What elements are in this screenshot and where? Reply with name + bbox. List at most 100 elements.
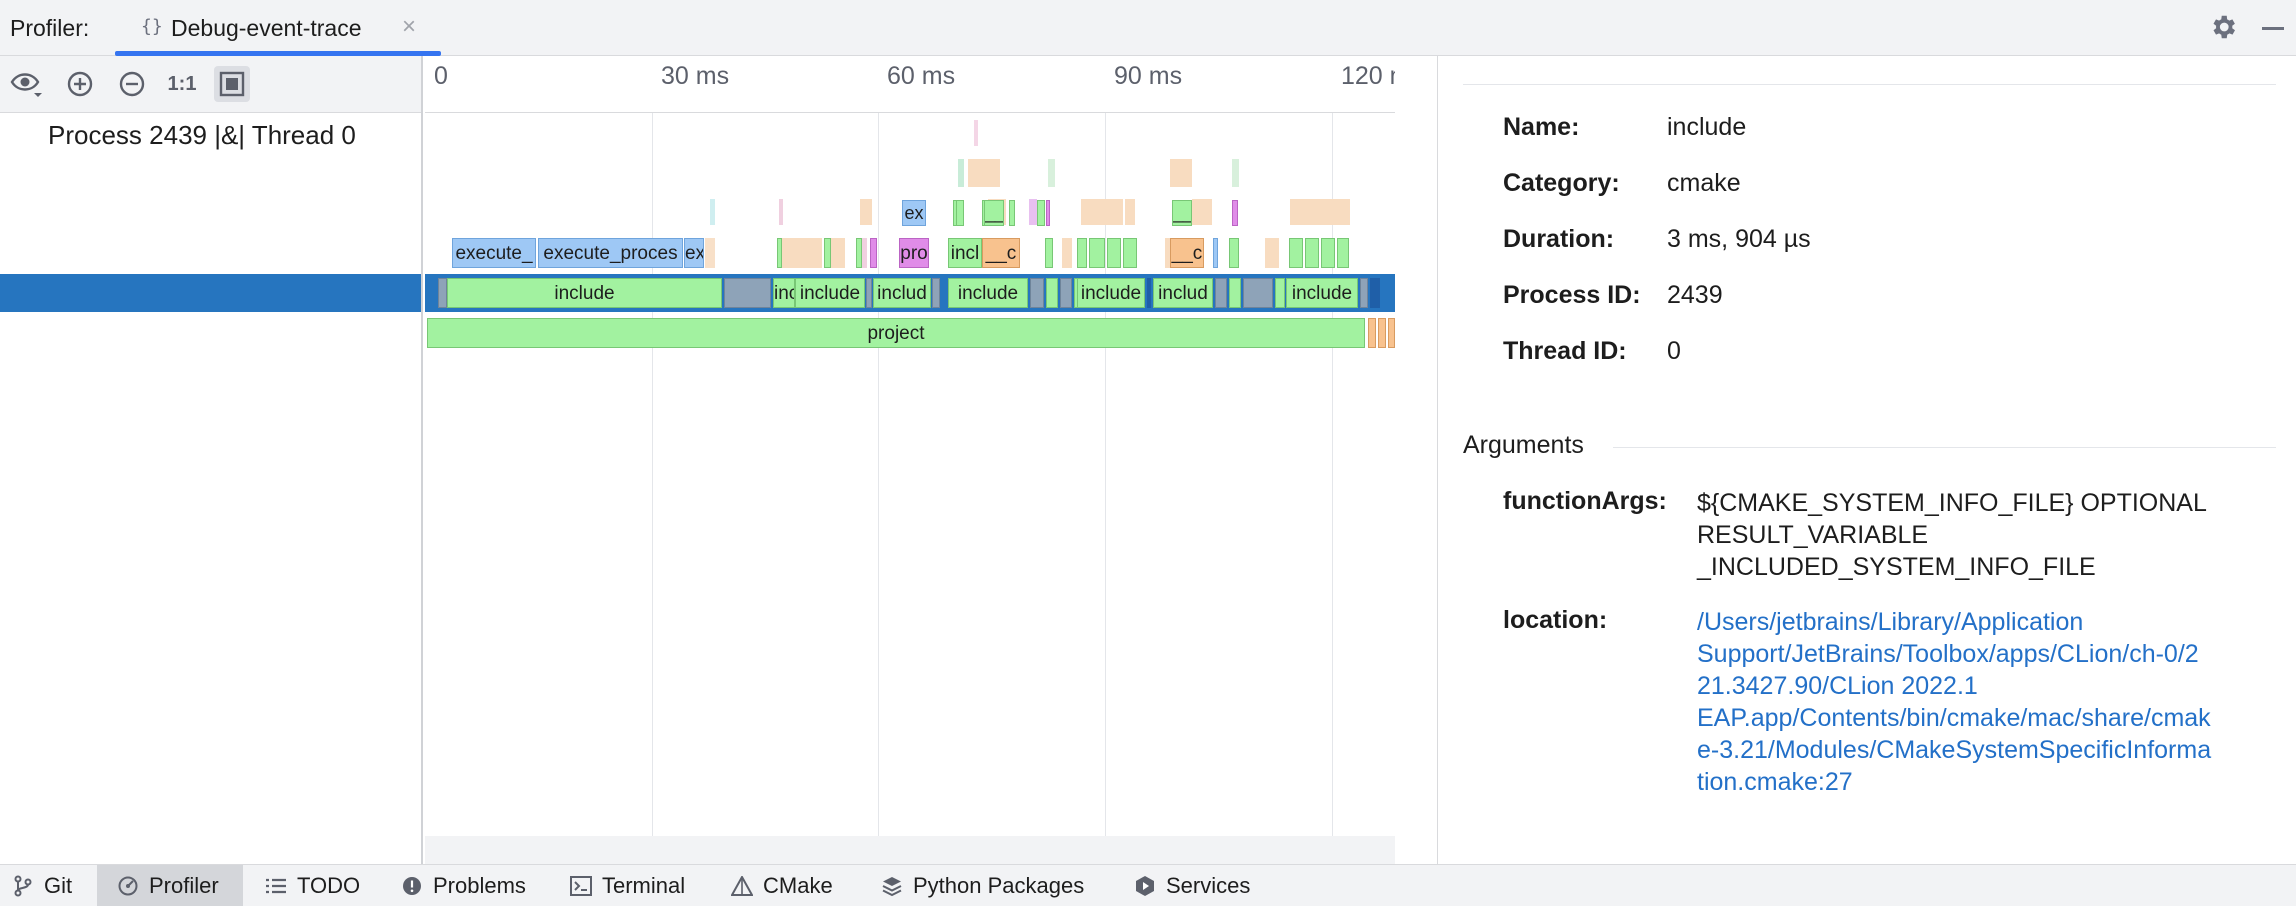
settings-gear-icon[interactable] [2208, 12, 2238, 42]
trace-event-include[interactable]: includ [1153, 278, 1213, 308]
trace-event[interactable] [958, 159, 964, 187]
trace-event[interactable] [1290, 199, 1350, 225]
trace-event[interactable] [1107, 238, 1121, 268]
trace-event-include[interactable]: include [1286, 278, 1358, 308]
toolwindow-python-packages[interactable]: Python Packages [881, 865, 1084, 906]
process-thread-label[interactable]: Process 2439 |&| Thread 0 [48, 120, 356, 150]
trace-event-project[interactable]: project [427, 318, 1365, 348]
location-link-line[interactable]: tion.cmake:27 [1697, 768, 1853, 796]
trace-event[interactable] [724, 278, 771, 308]
trace-event[interactable] [705, 238, 715, 268]
location-link-line[interactable]: 21.3427.90/CLion 2022.1 [1697, 672, 1978, 700]
trace-event[interactable] [1062, 238, 1072, 268]
trace-event[interactable] [1009, 200, 1015, 226]
trace-event[interactable] [779, 199, 783, 225]
trace-event-include[interactable]: include [948, 278, 1028, 308]
trace-event[interactable] [1045, 238, 1053, 268]
trace-event-include[interactable]: inc [773, 278, 795, 308]
trace-event[interactable] [1275, 278, 1285, 308]
trace-event[interactable] [866, 278, 872, 308]
toolwindow-git[interactable]: Git [12, 865, 72, 906]
time-ruler[interactable]: 0 30 ms 60 ms 90 ms 120 ms [425, 56, 1395, 113]
trace-event[interactable] [1368, 318, 1376, 348]
trace-event[interactable] [1123, 238, 1137, 268]
trace-event[interactable] [1243, 278, 1273, 308]
trace-event[interactable] [1232, 200, 1238, 226]
trace-event[interactable] [1060, 278, 1072, 308]
view-options-button[interactable] [8, 66, 44, 102]
location-link-line[interactable]: EAP.app/Contents/bin/cmake/mac/share/cma… [1697, 704, 2211, 732]
actual-size-button[interactable]: 1:1 [164, 66, 200, 102]
trace-event[interactable] [1360, 278, 1368, 308]
trace-event[interactable] [1081, 199, 1123, 225]
trace-event-include-selected[interactable]: include [447, 278, 722, 308]
tab-debug-event-trace[interactable]: {} Debug-event-trace × [115, 0, 441, 56]
trace-event[interactable] [1370, 278, 1380, 308]
trace-event[interactable] [856, 238, 862, 268]
trace-event[interactable] [1265, 238, 1279, 268]
trace-event[interactable] [1077, 238, 1087, 268]
trace-event[interactable] [824, 238, 831, 268]
trace-event[interactable] [1337, 238, 1349, 268]
trace-event-execute[interactable]: execute_ [452, 238, 536, 268]
trace-event[interactable] [1305, 238, 1319, 268]
trace-event-pro[interactable]: pro [899, 238, 929, 268]
trace-event-include[interactable]: includ [873, 278, 931, 308]
trace-event-execute-process[interactable]: execute_proces [538, 238, 683, 268]
minimize-icon[interactable] [2262, 27, 2284, 30]
trace-event[interactable] [1170, 159, 1192, 187]
trace-event[interactable] [1321, 238, 1335, 268]
zoom-out-button[interactable] [114, 66, 150, 102]
trace-event-ex[interactable]: ex [684, 238, 704, 268]
trace-event-incl[interactable]: incl [948, 238, 982, 268]
trace-event[interactable] [1030, 278, 1044, 308]
trace-event[interactable] [956, 200, 964, 226]
trace-event[interactable] [1229, 238, 1239, 268]
trace-event[interactable] [1089, 238, 1105, 268]
trace-event[interactable] [1048, 159, 1055, 187]
toolwindow-terminal[interactable]: Terminal [570, 865, 685, 906]
trace-event[interactable] [1289, 238, 1303, 268]
trace-event-c[interactable]: __c [982, 238, 1020, 268]
toolwindow-cmake[interactable]: CMake [731, 865, 833, 906]
location-link-line[interactable]: Support/JetBrains/Toolbox/apps/CLion/ch-… [1697, 640, 2199, 668]
location-link[interactable]: /Users/jetbrains/Library/Application Sup… [1697, 606, 2277, 798]
trace-event[interactable] [1029, 199, 1037, 225]
trace-event[interactable] [782, 238, 822, 268]
trace-event[interactable] [438, 278, 447, 308]
trace-event[interactable] [974, 120, 978, 146]
trace-event[interactable] [777, 238, 782, 268]
trace-event-dash[interactable]: __ [1172, 200, 1192, 226]
fit-to-screen-button[interactable] [214, 66, 250, 102]
trace-event[interactable] [968, 159, 1000, 187]
trace-event[interactable] [1378, 318, 1386, 348]
toolwindow-problems[interactable]: Problems [401, 865, 526, 906]
flame-chart[interactable]: 0 30 ms 60 ms 90 ms 120 ms ex __ __ exec… [425, 56, 1395, 864]
trace-event[interactable] [1192, 199, 1212, 225]
trace-event-ex[interactable]: ex [902, 200, 926, 226]
selected-row-highlight[interactable] [0, 274, 421, 312]
trace-event[interactable] [1046, 200, 1050, 226]
trace-event[interactable] [1388, 318, 1395, 348]
trace-event[interactable] [710, 199, 715, 225]
zoom-in-button[interactable] [62, 66, 98, 102]
location-link-line[interactable]: e-3.21/Modules/CMakeSystemSpecificInform… [1697, 736, 2212, 764]
toolwindow-todo[interactable]: TODO [265, 865, 360, 906]
close-tab-icon[interactable]: × [402, 13, 417, 40]
trace-event[interactable] [932, 278, 940, 308]
trace-event[interactable] [860, 199, 872, 225]
toolwindow-services[interactable]: Services [1134, 865, 1250, 906]
toolwindow-profiler[interactable]: Profiler [97, 865, 243, 906]
trace-event-c[interactable]: __c [1170, 238, 1204, 268]
trace-event[interactable] [1046, 278, 1058, 308]
trace-event[interactable] [953, 200, 957, 226]
trace-event[interactable] [1125, 199, 1135, 225]
trace-event-dash[interactable]: __ [984, 200, 1004, 226]
trace-event[interactable] [1147, 278, 1151, 308]
trace-event[interactable] [1213, 238, 1218, 268]
trace-event[interactable] [831, 238, 845, 268]
location-link-line[interactable]: /Users/jetbrains/Library/Application [1697, 608, 2084, 636]
trace-event-include[interactable]: include [1077, 278, 1145, 308]
trace-event[interactable] [861, 238, 867, 268]
trace-event-include[interactable]: include [795, 278, 865, 308]
